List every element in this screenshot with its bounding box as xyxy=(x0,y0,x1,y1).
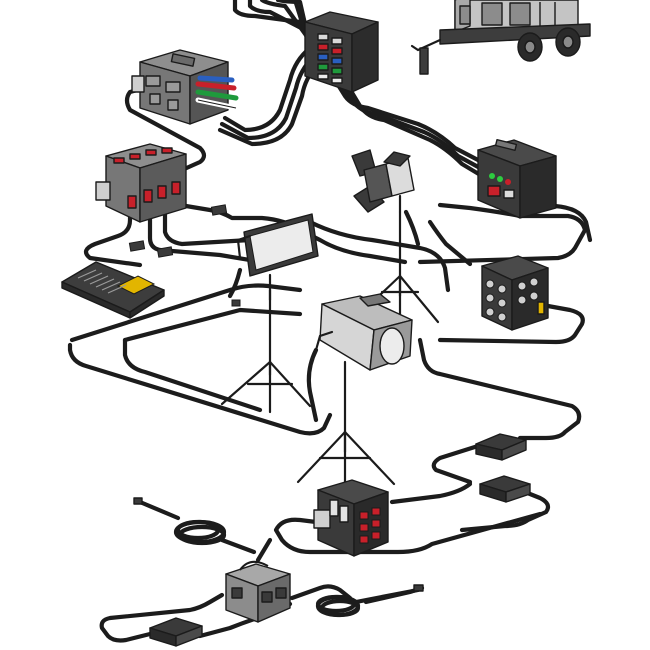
console-faders xyxy=(77,269,127,294)
breakout-box-icon xyxy=(95,143,187,223)
power-distro-box-icon xyxy=(131,49,239,125)
distro-to-breakout-cable xyxy=(124,85,207,173)
generator-feeder-cable xyxy=(232,0,315,57)
main-loop-cable xyxy=(67,202,593,563)
coiled-cable-icon-2 xyxy=(315,584,424,618)
lighting-console-icon xyxy=(61,261,165,319)
distro-color-connectors xyxy=(195,75,239,111)
dimmer-pack-icon xyxy=(481,255,549,331)
inline-splitter-icon xyxy=(475,433,527,461)
camlock-to-ballast-cables xyxy=(327,69,485,179)
portable-distro-icon xyxy=(225,560,291,623)
junction-box-outlets xyxy=(359,507,381,544)
coiled-cable-icon xyxy=(133,497,257,555)
camlock-connector-rows xyxy=(317,33,343,84)
inline-splitter-icon-3 xyxy=(149,617,203,647)
fresnel-light-icon xyxy=(351,149,440,324)
hmi-light-icon xyxy=(296,293,413,490)
cable-connector-icons xyxy=(128,204,241,307)
junction-box-icon xyxy=(313,479,389,557)
led-panel-power-cable xyxy=(227,267,243,299)
ballast-icon xyxy=(477,138,557,219)
hmi-power-cable xyxy=(306,347,319,423)
generator-trailer-icon xyxy=(410,0,591,75)
dimmer-pack-outlets xyxy=(485,277,539,322)
hmi-stand xyxy=(296,360,396,490)
led-panel-light-icon xyxy=(220,213,319,414)
fresnel-power-cable xyxy=(403,209,421,247)
camlock-distribution-box-icon xyxy=(304,11,379,93)
led-panel-stand xyxy=(220,288,312,414)
inline-splitter-icon-2 xyxy=(479,475,531,503)
